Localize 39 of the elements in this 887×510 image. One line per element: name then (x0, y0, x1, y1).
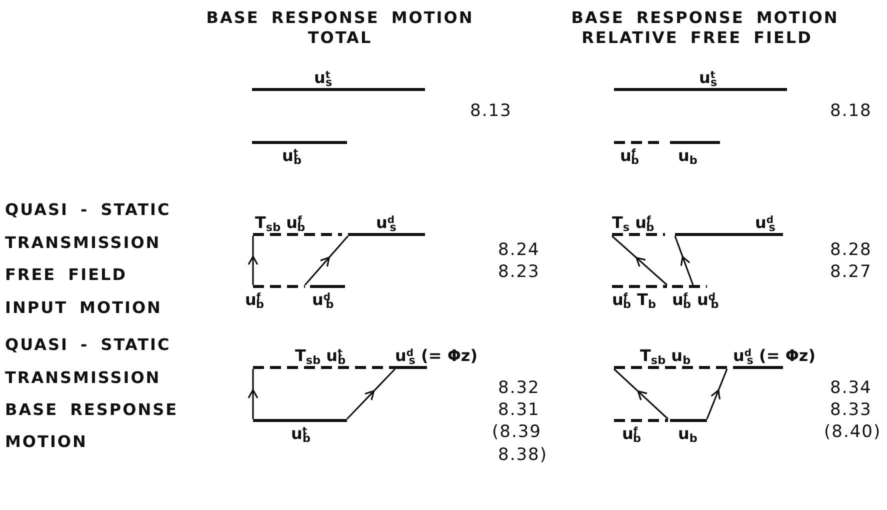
equation-number: 8.18 (830, 101, 872, 121)
equation-number: 8.28 (830, 240, 872, 260)
symbol-label: u$_{b}$ (678, 146, 698, 166)
equation-number: 8.23 (498, 262, 540, 282)
row-heading: QUASI - STATIC (5, 200, 171, 220)
row-heading: MOTION (5, 432, 88, 452)
symbol-label: u$_{b}$ (678, 424, 698, 444)
arrow (613, 368, 669, 420)
arrow (248, 369, 258, 419)
symbol-label: T$_{sb}$ u$_{b}$ (640, 346, 691, 366)
equation-number: 8.32 (498, 378, 540, 398)
equation-number: 8.24 (498, 240, 540, 260)
column-heading: BASE RESPONSE MOTION (571, 8, 839, 28)
arrow (611, 235, 668, 286)
row-heading: TRANSMISSION (5, 233, 161, 253)
symbol-label: T$_{b}$ (637, 290, 656, 310)
equation-number: 8.27 (830, 262, 872, 282)
symbol-label: u$^{d}$$_{s}$ (= Φz) (733, 346, 816, 366)
equation-number: 8.34 (830, 378, 872, 398)
row-heading: TRANSMISSION (5, 368, 161, 388)
arrow (674, 236, 694, 286)
equation-number: 8.31 (498, 400, 540, 420)
symbol-label: u$^{d}$$_{s}$ (= Φz) (395, 346, 478, 366)
equation-number: 8.13 (470, 101, 512, 121)
equation-number: (8.40) (824, 422, 882, 442)
column-heading: TOTAL (308, 28, 372, 48)
arrow (706, 368, 728, 420)
equation-number: 8.38) (498, 445, 548, 465)
row-heading: FREE FIELD (5, 265, 127, 285)
arrow (304, 235, 349, 286)
row-heading: BASE RESPONSE (5, 400, 178, 420)
equation-number: 8.33 (830, 400, 872, 420)
row-heading: INPUT MOTION (5, 298, 162, 318)
arrow (346, 368, 396, 420)
row-heading: QUASI - STATIC (5, 335, 171, 355)
column-heading: RELATIVE FREE FIELD (582, 28, 812, 48)
arrow (248, 236, 258, 285)
column-heading: BASE RESPONSE MOTION (206, 8, 474, 28)
equation-number: (8.39 (492, 422, 542, 442)
